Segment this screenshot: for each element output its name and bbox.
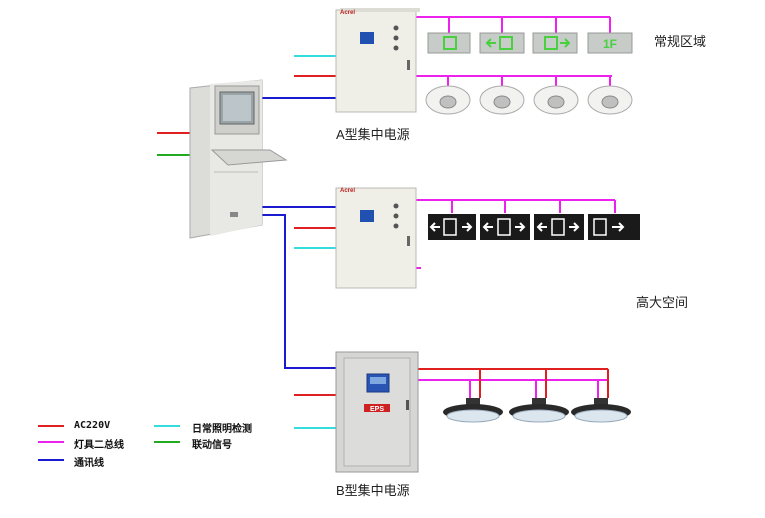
eps-badge-text: EPS (370, 406, 384, 413)
black-exit-sign-1 (428, 214, 476, 240)
svg-text:1F: 1F (603, 37, 617, 51)
black-exit-sign-2 (480, 214, 530, 240)
high-space-exit-signs (428, 214, 640, 240)
psu-b-mid-box (335, 187, 417, 289)
psu-a-brand: Acrel (340, 10, 356, 16)
psu-a-label: A型集中电源 (336, 127, 410, 142)
floor-sign-1f: 1F (587, 32, 633, 54)
psu-b-mid-display (360, 210, 374, 222)
legend-label-ac220v: AC220V (74, 420, 111, 431)
black-exit-sign-3 (534, 214, 584, 240)
legend (38, 425, 180, 461)
downlights (425, 85, 633, 115)
exit-sign-2 (479, 32, 525, 54)
exit-sign-1 (427, 32, 471, 54)
downlight-4 (587, 85, 633, 115)
highbay-light-2 (509, 398, 569, 423)
regular-zone-signs: 1F (427, 32, 633, 54)
legend-label-comm: 通讯线 (74, 458, 104, 469)
zone-high-space-label: 高大空间 (636, 295, 689, 310)
exit-sign-3 (532, 32, 578, 54)
legend-label-link: 联动信号 (192, 440, 232, 451)
eps-badge (364, 404, 390, 412)
comm-line-eps (262, 214, 336, 369)
monitor-screen (223, 95, 251, 121)
zone-regular-label: 常规区域 (654, 34, 707, 49)
psu-a-box (335, 8, 420, 113)
highbay-lights (443, 398, 631, 423)
downlight-3 (533, 85, 579, 115)
highbay-light-3 (571, 398, 631, 423)
eps-cabinet: EPS (335, 351, 419, 473)
highbay-light-1 (443, 398, 503, 423)
monitoring-host-cabinet (189, 79, 288, 239)
legend-label-daily: 日常照明检测 (192, 424, 252, 435)
wires (157, 16, 616, 429)
downlight-2 (479, 85, 525, 115)
legend-label-bus: 灯具二总线 (74, 440, 124, 451)
psu-b-mid-brand: Acrel (340, 188, 356, 194)
keyboard-tray (210, 149, 288, 166)
black-exit-sign-4 (588, 214, 640, 240)
downlight-1 (425, 85, 471, 115)
psu-b-label: B型集中电源 (336, 483, 410, 498)
psu-a-display (360, 32, 374, 44)
